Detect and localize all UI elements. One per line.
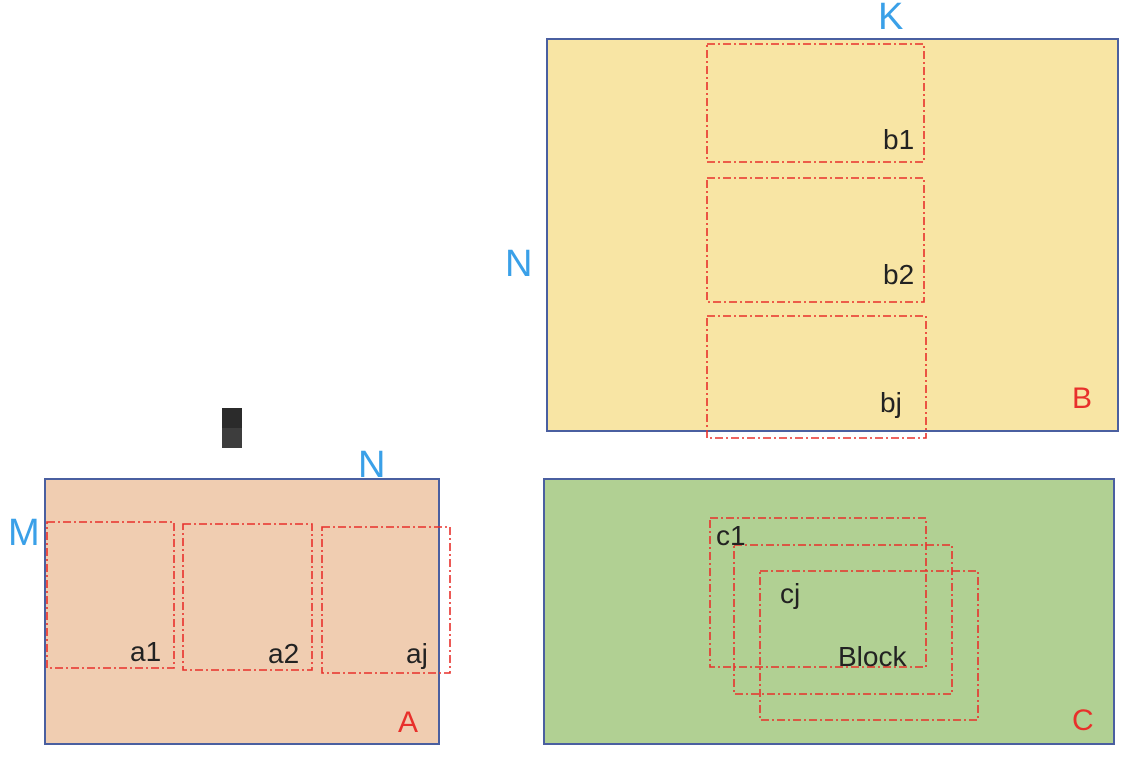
matrix-c-rect bbox=[543, 478, 1115, 745]
tile-cj-label: cj bbox=[780, 578, 800, 609]
tile-b2 bbox=[706, 177, 925, 303]
matrix-b-cols-dim: K bbox=[878, 0, 903, 38]
tile-c1-label: c1 bbox=[716, 520, 746, 551]
matrix-b-name: B bbox=[1072, 382, 1092, 415]
tile-cj bbox=[759, 570, 979, 721]
tile-bj bbox=[706, 315, 927, 439]
matrix-a: a1 a2 aj A M N bbox=[8, 444, 451, 745]
tile-bj-label: bj bbox=[880, 387, 902, 418]
tile-c-middle bbox=[733, 544, 953, 695]
tile-b1 bbox=[706, 43, 925, 163]
matrix-a-cols-dim: N bbox=[358, 444, 385, 486]
tile-aj bbox=[321, 526, 451, 674]
tile-aj-label: aj bbox=[406, 638, 428, 669]
matrix-a-name: A bbox=[398, 706, 418, 739]
tile-a1 bbox=[46, 521, 175, 669]
tile-b1-label: b1 bbox=[883, 124, 914, 155]
tile-b2-label: b2 bbox=[883, 259, 914, 290]
matrix-b: b1 b2 bj B N K bbox=[505, 0, 1119, 439]
matrix-b-rows-dim: N bbox=[505, 243, 532, 285]
tile-a2-label: a2 bbox=[268, 638, 299, 669]
tile-a2 bbox=[182, 523, 313, 671]
matrix-c: c1 cj Block C bbox=[543, 478, 1115, 745]
block-label: Block bbox=[838, 641, 907, 672]
matrix-c-name: C bbox=[1072, 704, 1094, 737]
tile-c1 bbox=[709, 517, 927, 668]
matrix-b-rect bbox=[546, 38, 1119, 432]
marker-icon bbox=[222, 408, 242, 448]
matrix-a-rect bbox=[44, 478, 440, 745]
tile-a1-label: a1 bbox=[130, 636, 161, 667]
matrix-a-rows-dim: M bbox=[8, 512, 40, 554]
